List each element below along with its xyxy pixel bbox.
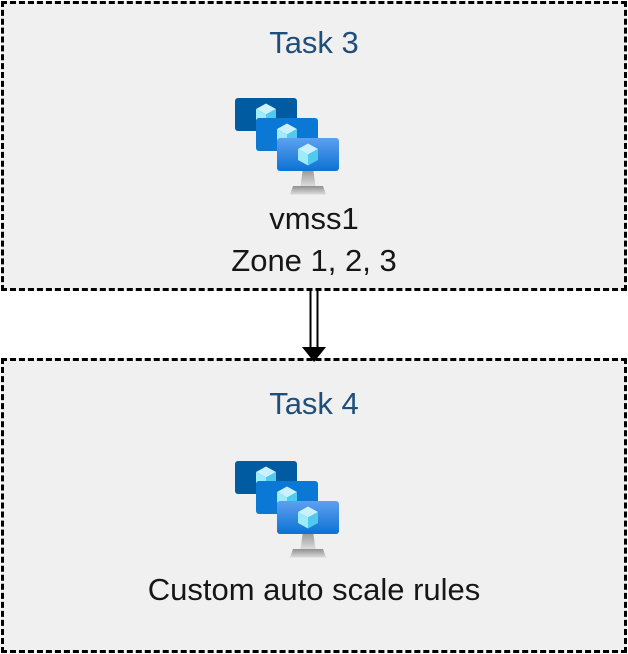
zone-label: Zone 1, 2, 3 bbox=[231, 243, 397, 278]
vmss-name-label: vmss1 bbox=[269, 201, 359, 236]
task3-box: Task 3 vmss1 Zone 1, 2, 3 bbox=[1, 1, 627, 291]
vm-scale-sets-icon bbox=[235, 461, 339, 559]
vm-scale-sets-icon bbox=[235, 98, 339, 196]
task4-title: Task 4 bbox=[269, 386, 359, 421]
task3-title: Task 3 bbox=[269, 25, 359, 60]
task3-caption: vmss1 Zone 1, 2, 3 bbox=[231, 198, 396, 282]
down-arrow-connector bbox=[302, 291, 326, 362]
task4-caption: Custom auto scale rules bbox=[148, 569, 481, 611]
task4-box: Task 4 Custom auto scale rules bbox=[1, 358, 627, 653]
autoscale-rules-label: Custom auto scale rules bbox=[147, 572, 481, 607]
